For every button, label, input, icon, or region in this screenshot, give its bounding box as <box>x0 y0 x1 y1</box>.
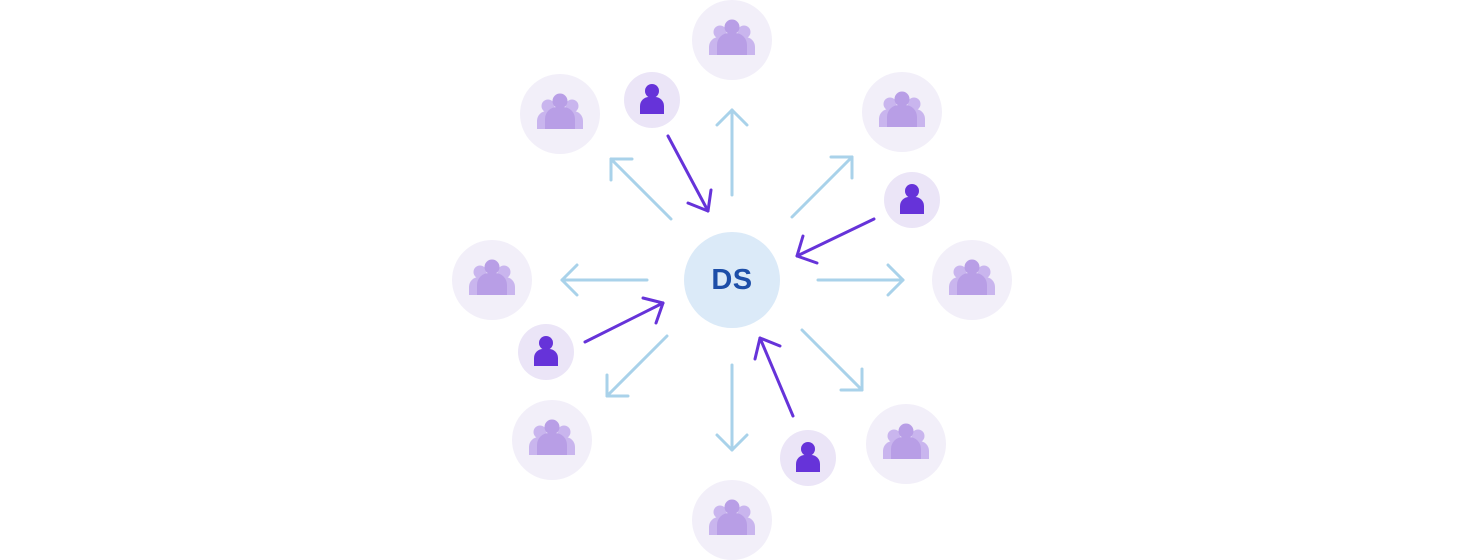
arrow-to-bottom-group <box>715 363 749 452</box>
group-node-top <box>692 0 772 80</box>
arrow-to-top-right-group <box>790 155 854 219</box>
center-hub <box>684 232 780 328</box>
group-node-top-left <box>520 74 600 154</box>
arrow-to-left-group <box>560 263 649 297</box>
arrow-from-bottom-individual <box>753 336 795 418</box>
group-node-left <box>452 240 532 320</box>
arrow-from-top-individual <box>666 134 713 213</box>
arrow-from-left-individual <box>583 296 665 344</box>
center-hub-label: DS <box>711 263 753 296</box>
arrow-to-bottom-left-group <box>605 334 669 398</box>
individual-node-top <box>624 72 680 128</box>
individual-node-left <box>518 324 574 380</box>
arrow-to-top-group <box>715 108 749 197</box>
arrow-to-right-group <box>816 263 905 297</box>
incoming-arrows <box>583 134 876 418</box>
arrow-to-bottom-right-group <box>800 328 864 392</box>
individual-node-right <box>884 172 940 228</box>
arrow-from-right-individual <box>795 217 876 265</box>
group-node-right <box>932 240 1012 320</box>
arrow-to-top-left-group <box>609 157 673 221</box>
group-node-top-right <box>862 72 942 152</box>
group-node-bottom-left <box>512 400 592 480</box>
individual-node-bottom <box>780 430 836 486</box>
group-node-bottom-right <box>866 404 946 484</box>
group-node-bottom <box>692 480 772 560</box>
outgoing-arrows <box>560 108 905 452</box>
